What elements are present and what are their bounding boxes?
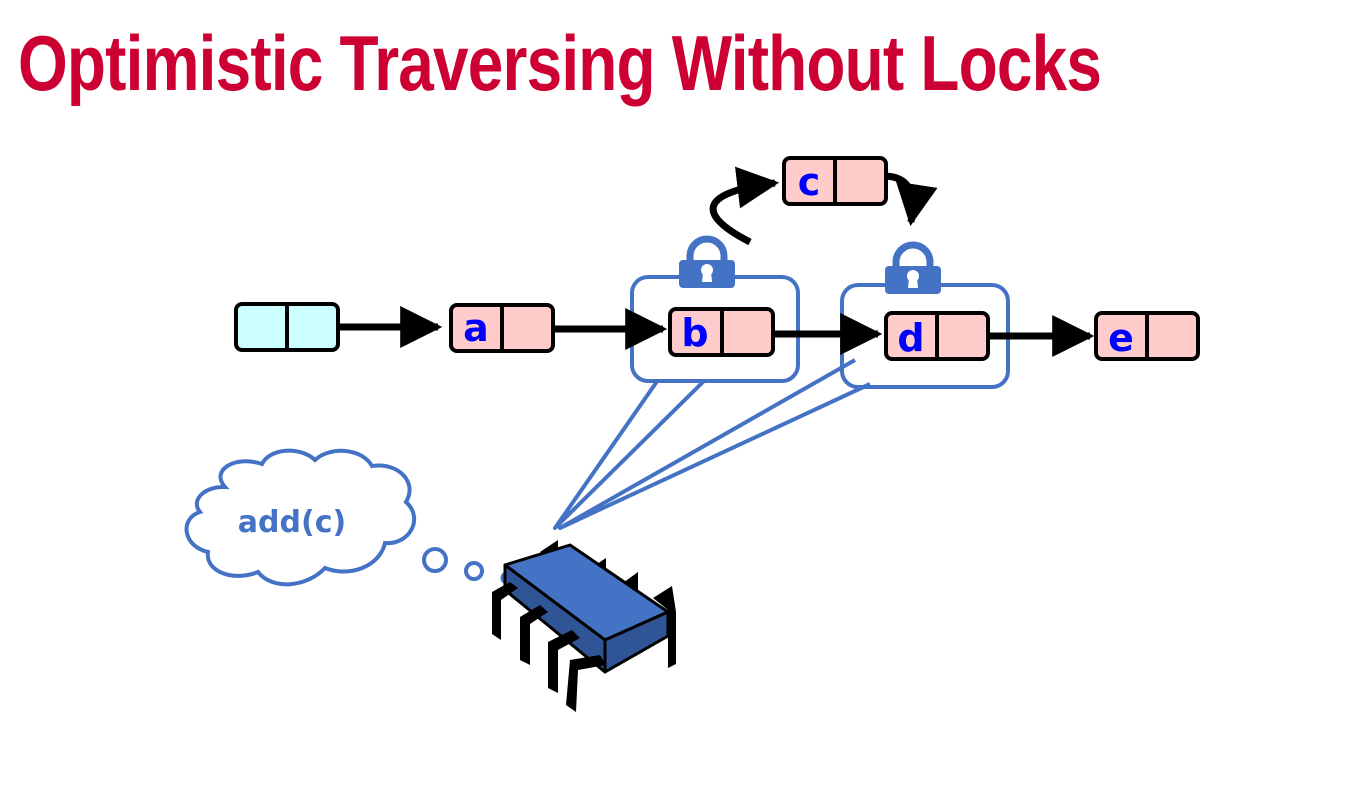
arrow-b-to-c: [709, 166, 780, 246]
node-a: a: [449, 303, 555, 353]
thought-cloud-icon: add(c): [184, 448, 514, 587]
lock-icon: [885, 241, 941, 294]
node-b: b: [668, 307, 775, 357]
thought-text: add(c): [238, 505, 346, 540]
node-label: a: [463, 306, 489, 350]
cpu-icon: [492, 540, 676, 712]
node-label: e: [1108, 316, 1134, 360]
node-d: d: [884, 311, 990, 361]
slide-title: Optimistic Traversing Without Locks: [18, 19, 1102, 107]
node-head: [234, 302, 340, 352]
node-label: c: [798, 160, 821, 204]
node-c: c: [782, 156, 888, 206]
node-e: e: [1094, 311, 1200, 361]
node-label: b: [681, 311, 708, 355]
arrow-c-to-d: [882, 172, 938, 227]
node-label: d: [897, 316, 924, 360]
lock-icon: [679, 235, 735, 288]
